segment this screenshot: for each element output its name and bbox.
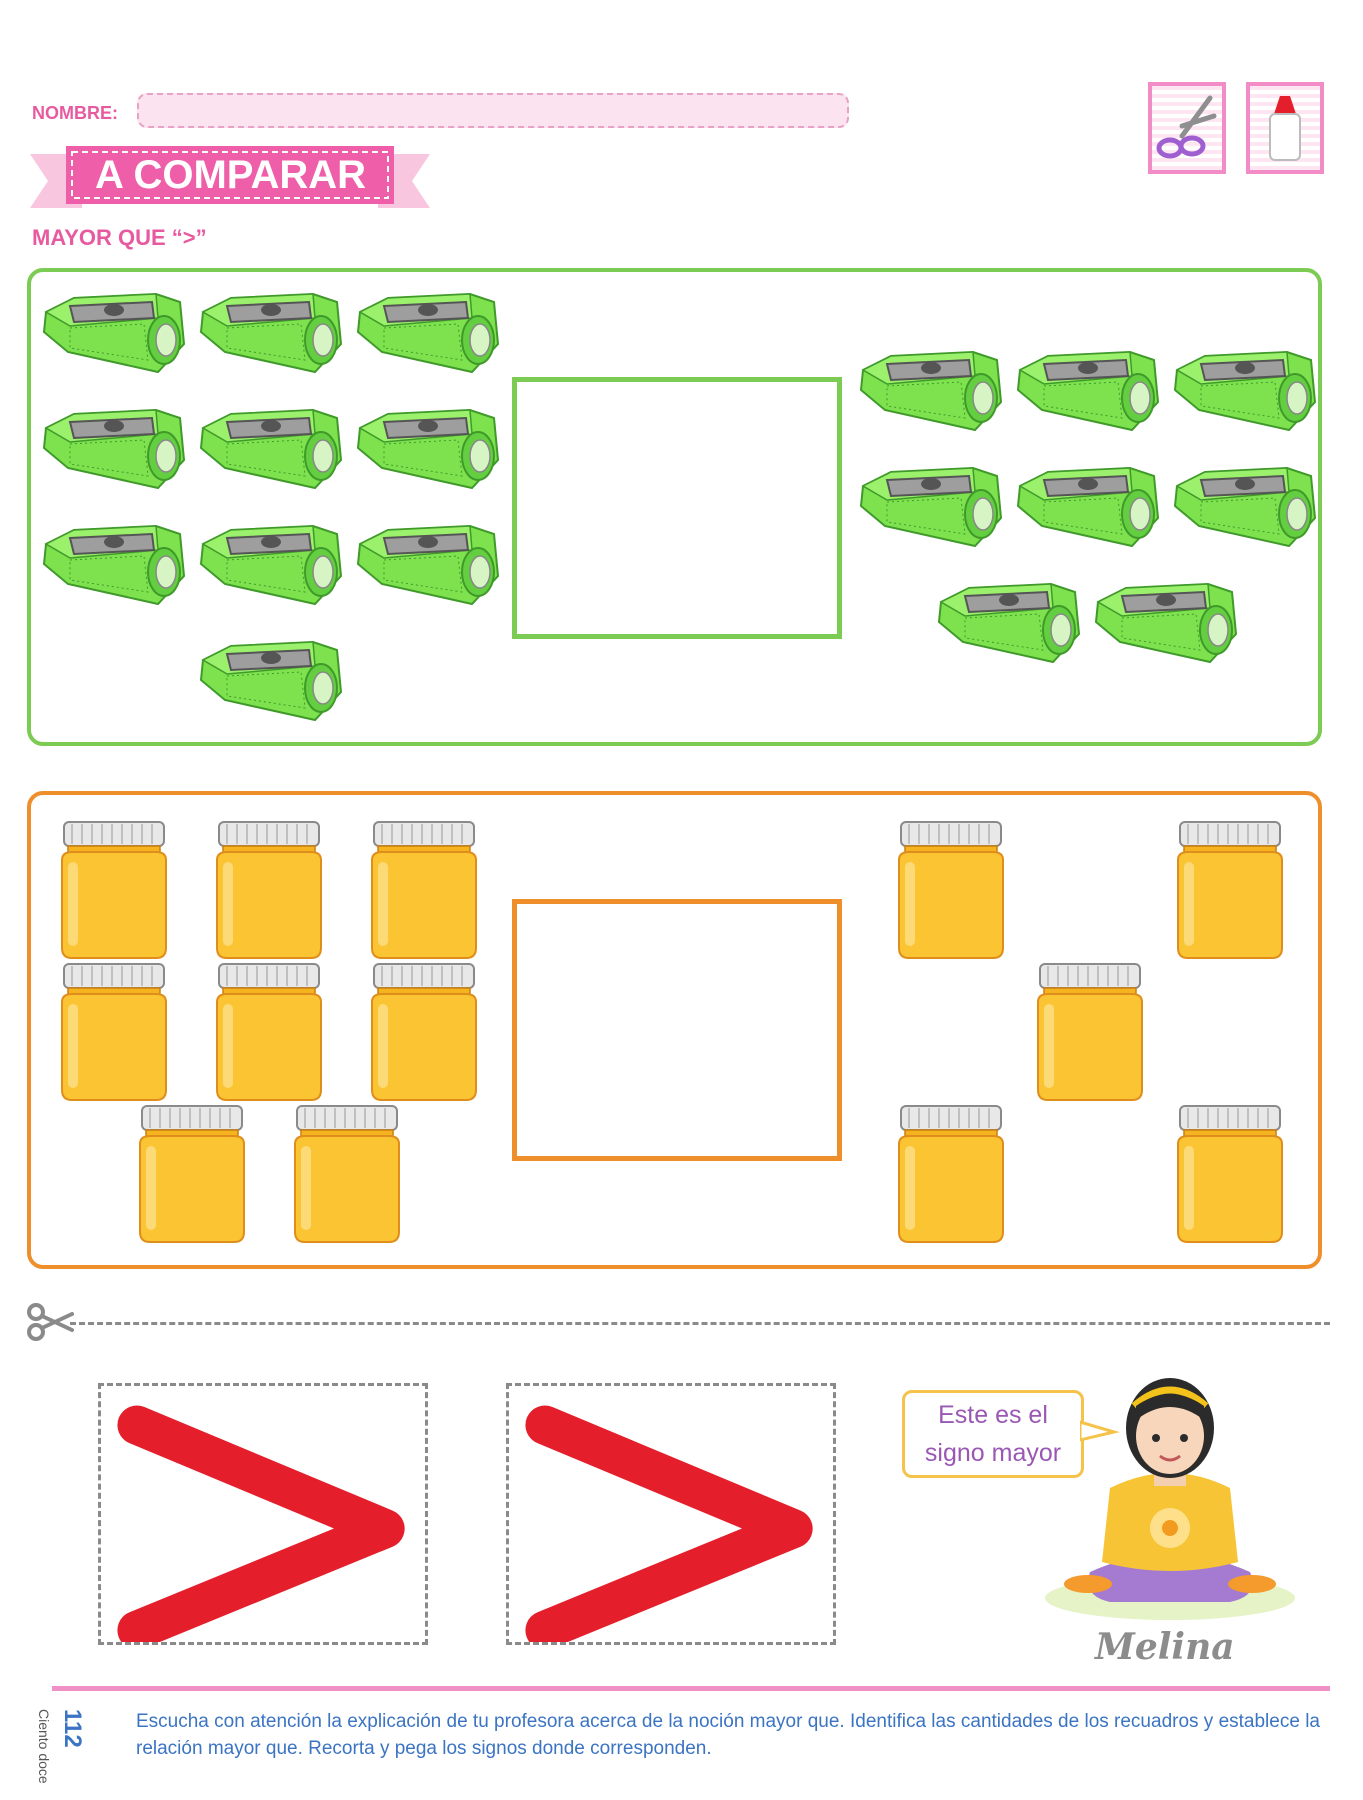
publisher-logo: Piza	[26, 1512, 66, 1622]
instructions: Escucha con atención la explicación de t…	[136, 1711, 1320, 1759]
page-number: 112	[59, 1709, 86, 1748]
sharpener-icon	[1174, 467, 1316, 547]
glue-tool-box	[1246, 82, 1324, 174]
sharpener-icon	[200, 641, 342, 721]
page-number-words: Ciento doce	[36, 1709, 52, 1784]
glue-icon	[1269, 96, 1301, 161]
jar-icon	[1177, 821, 1283, 959]
jar-icon	[898, 821, 1004, 959]
jar-icon	[294, 1105, 400, 1243]
jar-icon	[1177, 1105, 1283, 1243]
cutout-card-1[interactable]	[98, 1383, 428, 1645]
greater-than-sign	[509, 1386, 833, 1642]
sharpener-icon	[200, 409, 342, 489]
answer-box-jars[interactable]	[512, 899, 842, 1161]
sharpener-icon	[1095, 583, 1237, 663]
name-field[interactable]	[137, 93, 849, 128]
sharpener-icon	[860, 351, 1002, 431]
sharpener-icon	[43, 293, 185, 373]
scissors-tool-box	[1148, 82, 1226, 174]
jar-icon	[139, 1105, 245, 1243]
answer-box-sharpeners[interactable]	[512, 377, 842, 639]
speech-bubble: Este es el signo mayor	[902, 1390, 1084, 1478]
jar-icon	[216, 963, 322, 1101]
jar-icon	[216, 821, 322, 959]
sharpener-icon	[43, 409, 185, 489]
jar-icon	[1037, 963, 1143, 1101]
name-label: NOMBRE:	[32, 103, 118, 123]
speech-bubble-tail	[1080, 1420, 1120, 1442]
sharpener-icon	[200, 293, 342, 373]
title-banner	[30, 146, 430, 208]
sharpener-icon	[1017, 467, 1159, 547]
sharpener-icon	[860, 467, 1002, 547]
character-name: Melina	[1095, 1626, 1235, 1668]
girl-illustration	[1045, 1378, 1295, 1620]
greater-than-sign	[101, 1386, 425, 1642]
sharpener-icon	[357, 409, 499, 489]
jar-icon	[61, 821, 167, 959]
jars-panel	[27, 791, 1322, 1269]
sharpeners-panel	[27, 268, 1322, 746]
sharpener-icon	[43, 525, 185, 605]
jar-icon	[371, 821, 477, 959]
sharpener-icon	[1174, 351, 1316, 431]
jar-icon	[371, 963, 477, 1101]
sharpener-icon	[357, 525, 499, 605]
page-title: A COMPARAR	[94, 152, 367, 197]
cutout-card-2[interactable]	[506, 1383, 836, 1645]
sharpener-icon	[200, 525, 342, 605]
page-subtitle: MAYOR QUE “>”	[32, 225, 207, 250]
sharpener-icon	[1017, 351, 1159, 431]
footer-rule	[52, 1686, 1330, 1691]
jar-icon	[898, 1105, 1004, 1243]
scissors-cut-icon	[27, 1303, 74, 1341]
sharpener-icon	[357, 293, 499, 373]
cut-line	[70, 1322, 1330, 1325]
sharpener-icon	[938, 583, 1080, 663]
scissors-icon	[1156, 95, 1217, 159]
jar-icon	[61, 963, 167, 1101]
